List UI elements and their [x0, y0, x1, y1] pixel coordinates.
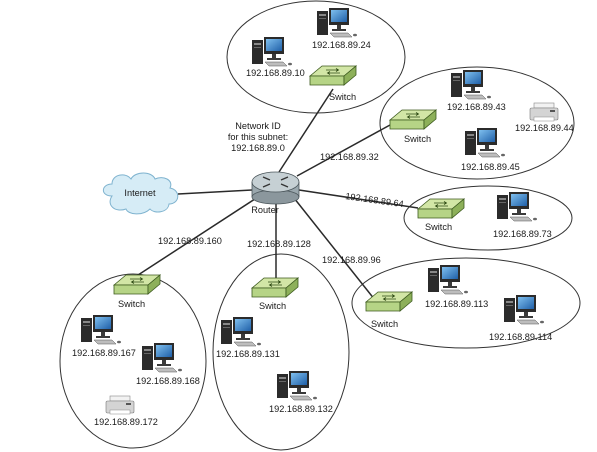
link-internet-router [177, 189, 253, 195]
link-router-32 [296, 124, 391, 177]
switch-label-32: Switch [404, 134, 431, 144]
network-id-line1: Network ID [235, 121, 281, 131]
internet-cloud: Internet [102, 172, 179, 215]
link-label-64: 192.168.89.64 [345, 191, 405, 209]
router-label: Router [251, 205, 279, 215]
host-label-24: 192.168.89.24 [312, 40, 371, 50]
host-label-114: 192.168.89.114 [489, 332, 552, 342]
link-router-top [278, 88, 334, 173]
link-label-160: 192.168.89.160 [158, 236, 222, 246]
switch-label-128: Switch [259, 301, 286, 311]
internet-label: Internet [124, 188, 156, 198]
link-label-96: 192.168.89.96 [322, 255, 381, 265]
subnet-ellipse-128 [212, 253, 350, 451]
host-label-43: 192.168.89.43 [447, 102, 506, 112]
network-id-line3: 192.168.89.0 [231, 143, 285, 153]
link-label-128: 192.168.89.128 [247, 239, 311, 249]
switch-label-64: Switch [425, 222, 452, 232]
link-label-32: 192.168.89.32 [320, 152, 379, 162]
host-label-168: 192.168.89.168 [136, 376, 200, 386]
link-router-64 [298, 189, 419, 209]
link-router-160 [134, 196, 259, 278]
printer-icon-44 [529, 102, 559, 122]
host-label-45: 192.168.89.45 [461, 162, 520, 172]
host-label-10: 192.168.89.10 [246, 68, 305, 78]
host-label-131: 192.168.89.131 [216, 349, 280, 359]
subnet-ellipse-32 [379, 66, 575, 180]
network-id-line2: for this subnet: [228, 132, 288, 142]
subnet-ellipse-96 [351, 257, 581, 349]
switch-label-96: Switch [371, 319, 398, 329]
host-label-113: 192.168.89.113 [425, 299, 488, 309]
switch-label-160: Switch [118, 299, 145, 309]
host-label-44: 192.168.89.44 [515, 123, 574, 133]
host-label-167: 192.168.89.167 [72, 348, 136, 358]
host-label-172: 192.168.89.172 [94, 417, 158, 427]
link-router-96 [293, 197, 376, 301]
router-icon [251, 171, 300, 205]
printer-icon-172 [105, 395, 135, 415]
host-label-73: 192.168.89.73 [493, 229, 552, 239]
switch-label-top: Switch [329, 92, 356, 102]
host-label-132: 192.168.89.132 [269, 404, 333, 414]
subnet-ellipse-top [226, 0, 406, 114]
